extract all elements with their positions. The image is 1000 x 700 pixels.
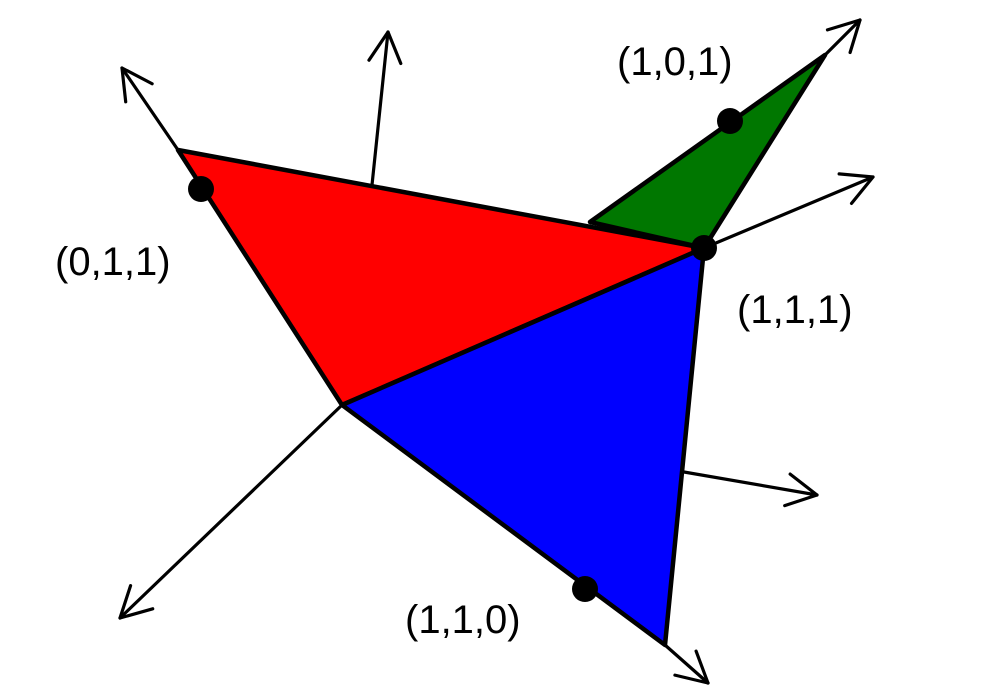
face-green [587, 52, 828, 251]
ray-upper-left [120, 66, 180, 152]
point-110-dot [572, 576, 598, 602]
point-011-label: (0,1,1) [55, 240, 171, 284]
point-101-dot [717, 108, 743, 134]
face-blue [339, 245, 707, 648]
ray-lower-left [118, 403, 344, 620]
ray-bottom [663, 643, 710, 685]
ray-upper-right [823, 18, 862, 57]
point-011-dot [188, 176, 214, 202]
ray-top-normal [367, 30, 403, 187]
point-101-label: (1,0,1) [617, 40, 733, 84]
ray-lower-right-normal [682, 470, 819, 508]
point-111-label: (1,1,1) [737, 288, 853, 332]
point-110-label: (1,1,0) [405, 598, 521, 642]
point-111-dot [691, 235, 717, 261]
ray-right-normal [702, 172, 875, 250]
